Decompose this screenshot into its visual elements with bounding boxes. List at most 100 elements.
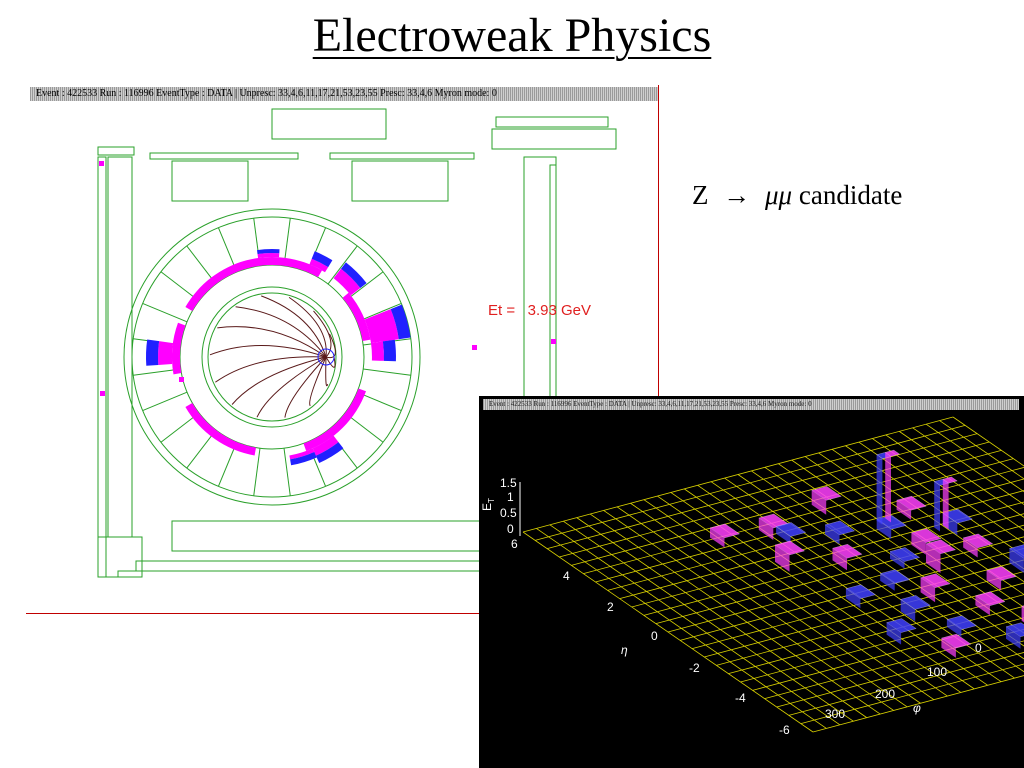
particle-tracks bbox=[209, 295, 336, 418]
lego-grid-line bbox=[697, 484, 988, 686]
lego-bar-top bbox=[962, 533, 994, 549]
lego-grid-line bbox=[899, 431, 1024, 518]
wedge-line bbox=[327, 245, 358, 285]
lego-grid-line bbox=[522, 531, 814, 733]
lego-bar-top bbox=[709, 523, 740, 539]
lego-bar-top bbox=[1005, 622, 1024, 637]
em-tower bbox=[312, 435, 339, 456]
lego-grid bbox=[522, 416, 1024, 733]
event-status-bar: Event : 422533 Run : 116996 EventType : … bbox=[30, 87, 658, 101]
track-curve bbox=[288, 296, 327, 358]
lego-grid-line bbox=[925, 423, 1024, 493]
lego-bar-top bbox=[811, 486, 842, 501]
candidate-label: Z → μμ candidate bbox=[692, 180, 902, 211]
z-symbol: Z bbox=[692, 180, 709, 210]
lego-bar-side bbox=[845, 588, 861, 609]
lego-bar-side bbox=[975, 595, 990, 616]
lego-bar-side bbox=[941, 638, 956, 658]
lego-bar-top bbox=[946, 615, 977, 630]
track-curve bbox=[231, 356, 327, 405]
wedge-line bbox=[253, 448, 261, 496]
track-curve bbox=[235, 306, 327, 358]
had-tower bbox=[382, 339, 396, 362]
lego-bar-top bbox=[774, 540, 805, 556]
lego-bar-side bbox=[934, 481, 940, 532]
candidate-word: candidate bbox=[798, 180, 903, 210]
phi-tick: 200 bbox=[875, 687, 895, 701]
lego-bar-side bbox=[926, 543, 941, 573]
lego-bar-side bbox=[880, 573, 895, 591]
detector-view: Et = 3.93 GeV bbox=[97, 108, 617, 578]
lego-grid-line bbox=[657, 495, 948, 697]
wedge-line bbox=[160, 271, 200, 302]
had-tower bbox=[341, 262, 367, 288]
track-curve bbox=[284, 356, 327, 418]
lego-bars bbox=[709, 449, 1024, 658]
et-axis: 1.5 1 0.5 0 ET bbox=[480, 476, 521, 536]
lego-grid-line bbox=[788, 652, 1024, 716]
lego-plot: Event : 422533 Run : 116996 EventType : … bbox=[479, 396, 1024, 768]
em-tower bbox=[158, 341, 173, 365]
wedge-line bbox=[283, 448, 291, 496]
had-tower bbox=[315, 442, 344, 463]
em-tower bbox=[364, 309, 399, 344]
lego-grid-line bbox=[812, 675, 1024, 733]
wedge-line bbox=[283, 218, 291, 266]
had-tower bbox=[257, 249, 280, 254]
lego-bar-top bbox=[942, 476, 958, 484]
had-tower bbox=[390, 304, 411, 340]
lego-bar-top bbox=[879, 569, 911, 584]
phi-tick: 0 bbox=[975, 641, 982, 655]
lego-view: 1.5 1 0.5 0 ET 6 4 2 0 -2 -4 -6 η 0 100 … bbox=[480, 416, 1024, 737]
et-tick: 0.5 bbox=[500, 506, 517, 520]
phi-tick: 300 bbox=[825, 707, 845, 721]
eta-tick: -4 bbox=[735, 691, 746, 705]
lego-grid-line bbox=[630, 502, 921, 704]
lego-grid-line bbox=[872, 438, 1024, 544]
lego-bar-side bbox=[1009, 548, 1024, 573]
lego-grid-line bbox=[576, 517, 867, 718]
lego-bar-side bbox=[890, 551, 905, 569]
lego-bar-top bbox=[884, 449, 900, 457]
em-ring-segment bbox=[342, 292, 371, 341]
lego-grid-line bbox=[603, 510, 894, 711]
track-curve bbox=[209, 344, 327, 358]
lego-bar-top bbox=[900, 595, 931, 610]
slide-title: Electroweak Physics bbox=[312, 9, 712, 62]
eta-axis: 6 4 2 0 -2 -4 -6 η bbox=[511, 537, 790, 737]
eta-tick: 4 bbox=[563, 569, 570, 583]
lego-bar-top bbox=[845, 584, 876, 599]
lego-bar-top bbox=[942, 509, 973, 524]
lego-bar-top bbox=[925, 539, 956, 554]
wedge-line bbox=[142, 302, 188, 323]
et-tick: 1 bbox=[507, 490, 514, 504]
lego-grid-line bbox=[845, 445, 1024, 570]
lego-grid-line bbox=[952, 416, 1024, 467]
lego-grid-line bbox=[536, 528, 827, 729]
et-tick: 1.5 bbox=[500, 476, 517, 490]
track-curve bbox=[256, 356, 327, 418]
muon-hit-markers bbox=[99, 161, 556, 396]
eta-tick: 6 bbox=[511, 537, 518, 551]
had-tower bbox=[290, 452, 317, 466]
em-tower bbox=[257, 253, 280, 258]
em-ring-segment bbox=[185, 403, 256, 456]
em-tower bbox=[371, 341, 384, 361]
lego-bar-side bbox=[886, 622, 902, 645]
lego-grid-line bbox=[589, 513, 881, 715]
lego-bar-top bbox=[941, 633, 972, 649]
lego-grid-line bbox=[858, 441, 1024, 557]
phi-axis: 0 100 200 300 φ bbox=[825, 641, 982, 721]
phi-axis-label: φ bbox=[913, 701, 921, 715]
lego-bar-side bbox=[832, 548, 847, 571]
track-curve bbox=[325, 333, 336, 359]
wedge-line bbox=[142, 391, 188, 412]
et-axis-label: ET bbox=[480, 498, 496, 511]
phi-tick: 100 bbox=[927, 665, 947, 679]
lego-bar-top bbox=[824, 520, 855, 536]
em-tower bbox=[289, 448, 315, 460]
lego-bar-top bbox=[889, 547, 920, 562]
lego-bar-side bbox=[775, 544, 790, 572]
lego-bar-side bbox=[900, 599, 916, 622]
eta-axis-label: η bbox=[621, 643, 628, 657]
